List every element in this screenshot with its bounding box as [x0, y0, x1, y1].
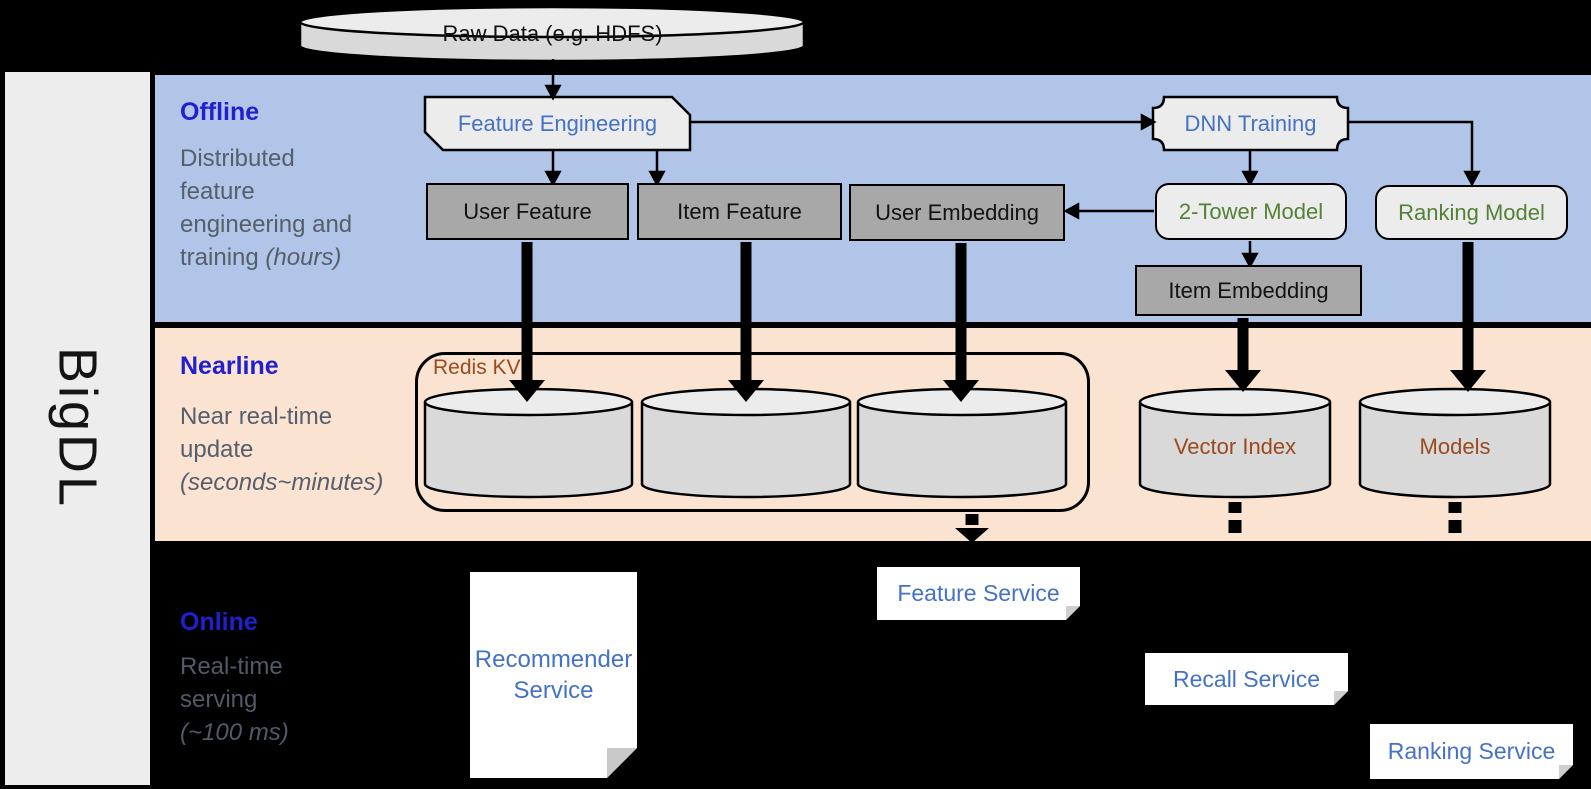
online-region	[155, 541, 1591, 789]
brand-panel: BigDL	[5, 72, 150, 785]
node-two-tower-model: 2-Tower Model	[1155, 183, 1347, 240]
models-label: Models	[1419, 434, 1491, 459]
redis-kv-container	[415, 352, 1090, 512]
recommender-service-doc: Recommender Service	[470, 572, 637, 778]
online-title: Online	[180, 608, 258, 636]
redis-cylinder-2	[640, 387, 852, 499]
nearline-title: Nearline	[180, 352, 279, 380]
online-desc: Real-time serving (~100 ms)	[180, 653, 289, 746]
raw-data-label: Raw Data (e.g. HDFS)	[442, 21, 663, 46]
dashed-arrows	[955, 502, 1462, 543]
vector-index-label: Vector Index	[1173, 434, 1297, 459]
node-feature-engineering: Feature Engineering	[457, 110, 658, 136]
offline-title: Offline	[180, 98, 260, 126]
brand-label: BigDL	[47, 347, 108, 510]
models-cylinder	[1358, 387, 1552, 499]
ranking-service-box: Ranking Service	[1370, 724, 1573, 779]
offline-desc: Distributed feature engineering and trai…	[180, 145, 353, 271]
recall-service-box: Recall Service	[1145, 653, 1348, 705]
raw-data-cylinder	[298, 5, 806, 63]
node-item-feature: Item Feature	[637, 183, 842, 240]
redis-cylinder-3	[856, 387, 1068, 499]
feature-engineering-shape	[423, 95, 692, 152]
node-item-embedding: Item Embedding	[1135, 265, 1362, 316]
vector-index-cylinder	[1138, 387, 1332, 499]
redis-kv-label: Redis KV	[433, 356, 521, 379]
redis-cylinder-1	[423, 387, 634, 499]
nearline-desc: Near real-time update (seconds~minutes)	[180, 403, 384, 496]
node-dnn-training: DNN Training	[1184, 110, 1317, 136]
feature-service-box: Feature Service	[877, 567, 1080, 620]
node-ranking-model: Ranking Model	[1375, 185, 1568, 240]
dnn-training-shape	[1151, 95, 1350, 152]
node-user-feature: User Feature	[426, 183, 629, 240]
node-user-embedding: User Embedding	[849, 184, 1065, 241]
thick-arrows	[509, 242, 1486, 402]
thin-arrows	[544, 59, 1481, 269]
